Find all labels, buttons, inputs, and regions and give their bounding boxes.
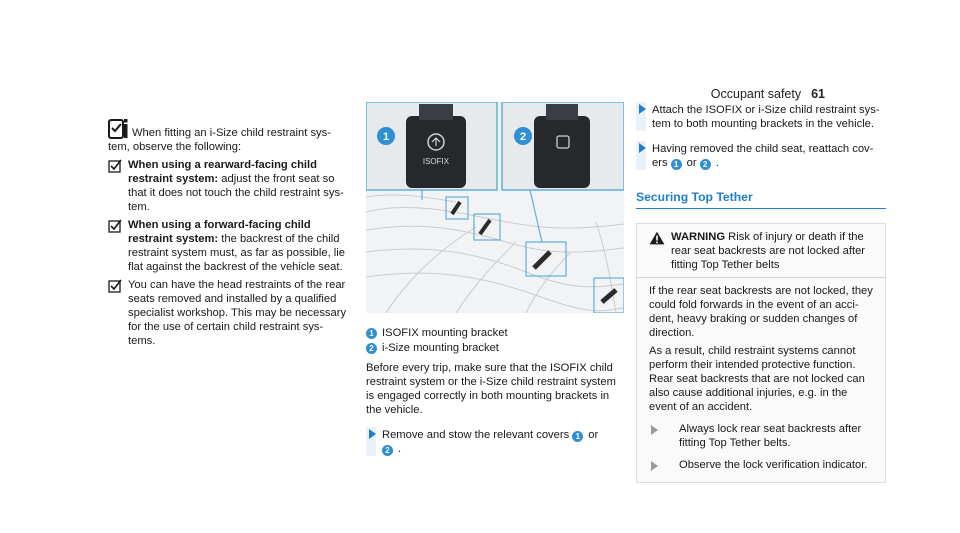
warning-paragraph: If the rear seat backrests are not locke… [649, 285, 873, 339]
legend-item: 1 ISOFIX mounting bracket [366, 326, 616, 340]
warning-divider [637, 277, 885, 278]
action-step: Having removed the child seat, reattach … [636, 141, 886, 170]
column-left: When fitting an i-Size child restraint s… [108, 116, 353, 348]
figure-legend: 1 ISOFIX mounting bracket 2 i-Size mount… [366, 326, 616, 355]
page-header: Occupant safety 61 [711, 87, 825, 101]
legend-text: ISOFIX mounting bracket [382, 327, 508, 339]
action-or: or [686, 157, 697, 169]
action-or: or [588, 429, 599, 441]
checkbox-checked-icon [108, 159, 122, 173]
column-right: Attach the ISOFIX or i-Size child restra… [636, 102, 886, 483]
note-info-icon [108, 119, 128, 139]
action-marker [366, 427, 376, 456]
callout-ref-1: 1 [572, 431, 584, 442]
legend-number: 1 [366, 327, 377, 339]
warning-action-text: Always lock rear seat backrests after fi… [679, 423, 862, 449]
check-item: When using a rearward-facing child restr… [108, 158, 353, 214]
section-title: Securing Top Tether [636, 190, 886, 209]
action-end: . [398, 443, 402, 455]
warning-triangle-icon [649, 231, 665, 245]
page-number: 61 [811, 87, 825, 101]
action-arrow-icon [639, 104, 646, 114]
warning-header: WARNING Risk of injury or death if the r… [649, 230, 875, 272]
isofix-illustration: ISOFIX 1 2 [366, 102, 624, 313]
checkbox-checked-icon [108, 219, 122, 233]
action-text: Having removed the child seat, reattach … [652, 143, 874, 169]
warning-action: Always lock rear seat backrests after fi… [649, 422, 875, 450]
isofix-text: ISOFIX [423, 157, 450, 166]
check-item-bold: When using a forward-facing child restra… [128, 219, 311, 245]
action-arrow-icon [369, 429, 376, 439]
action-end: . [715, 157, 719, 169]
warning-action-arrow-icon [651, 425, 672, 435]
action-text: Remove and stow the relevant covers [382, 429, 570, 441]
check-item-bold: When using a rearward-facing child restr… [128, 159, 317, 185]
warning-body: If the rear seat backrests are not locke… [649, 284, 875, 472]
warning-head-text: Risk of injury or death if the rear seat… [671, 231, 866, 271]
action-text: Attach the ISOFIX or i-Size child restra… [652, 104, 880, 130]
legend-number: 2 [366, 342, 377, 354]
legend-item: 2 i-Size mounting bracket [366, 341, 616, 355]
action-step: Attach the ISOFIX or i-Size child restra… [636, 102, 886, 131]
warning-action: Observe the lock verification indicator. [649, 458, 875, 472]
warning-box: WARNING Risk of injury or death if the r… [636, 223, 886, 483]
note: When fitting an i-Size child restraint s… [108, 116, 353, 140]
action-arrow-icon [639, 143, 646, 153]
warning-action-text: Observe the lock verification indicator. [679, 459, 868, 471]
warning-label: WARNING [671, 231, 726, 243]
checkbox-checked-icon [108, 279, 122, 293]
column-middle: ISOFIX 1 2 1 ISOFIX mounti [366, 102, 624, 456]
action-marker [636, 141, 646, 170]
check-item-text: You can have the head restraints of the … [128, 279, 347, 347]
callout-ref-1: 1 [670, 159, 682, 170]
check-item: When using a forward-facing child restra… [108, 218, 353, 274]
action-marker [636, 102, 646, 131]
callout-2: 2 [520, 131, 526, 143]
check-before-trip-paragraph: Before every trip, make sure that the IS… [366, 362, 616, 416]
check-item-text: the backrest of the child restraint syst… [128, 233, 345, 273]
check-item-text: adjust the front seat so that it does no… [128, 173, 344, 213]
isofix-figure: ISOFIX 1 2 [366, 102, 624, 313]
check-item: You can have the head restraints of the … [108, 278, 353, 348]
legend-text: i-Size mounting bracket [382, 342, 499, 354]
warning-paragraph: As a result, child restraint systems can… [649, 345, 865, 413]
section-name: Occupant safety [710, 87, 802, 101]
callout-ref-2: 2 [382, 445, 393, 456]
callout-ref-2: 2 [699, 159, 711, 170]
note-intro: When fitting an i-Size child restraint s… [132, 127, 331, 139]
callout-1: 1 [383, 131, 389, 143]
warning-action-arrow-icon [651, 461, 672, 471]
note-intro-cont: tem, observe the following: [108, 141, 242, 153]
